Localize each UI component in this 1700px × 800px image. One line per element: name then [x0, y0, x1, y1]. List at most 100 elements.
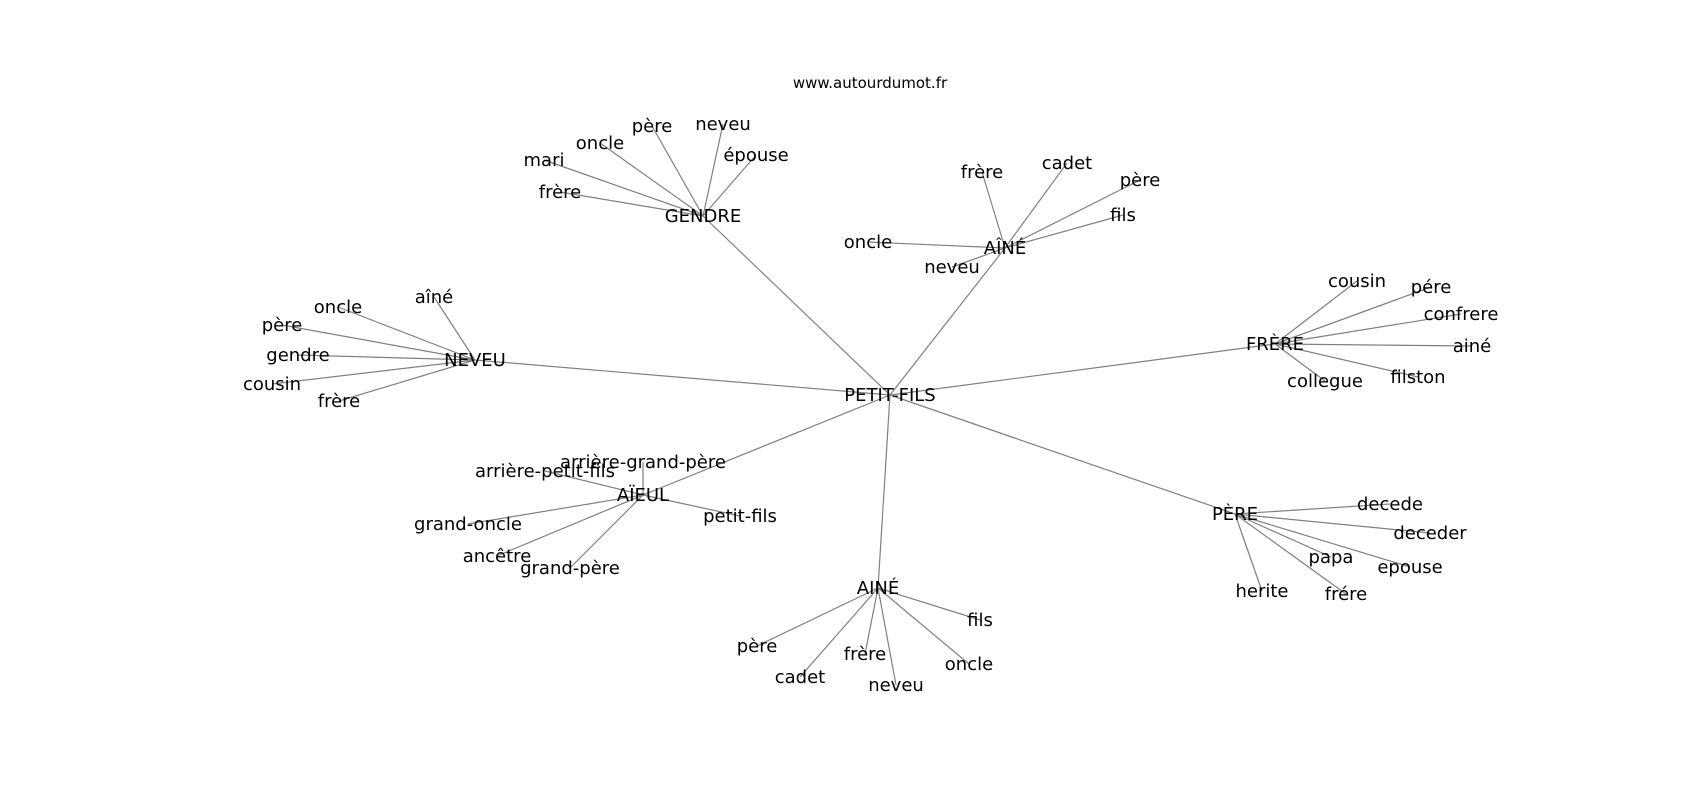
graph-labels: www.autourdumot.fr PETIT-FILS GENDRE mar… [243, 74, 1498, 696]
leaf-arriere-grand-pere[interactable]: arrière-grand-père [560, 452, 726, 473]
edge-group-leaf [864, 587, 879, 655]
leaf-aine[interactable]: ainé [1453, 336, 1492, 357]
leaf-filston[interactable]: filston [1390, 367, 1445, 388]
edge-group-leaf [467, 494, 644, 525]
leaf-frere[interactable]: frère [844, 644, 887, 665]
edge-group-leaf [1004, 214, 1124, 249]
edge-group-leaf [599, 142, 704, 217]
edge-group-leaf [799, 587, 879, 678]
node-gendre[interactable]: GENDRE [665, 206, 742, 227]
leaf-epouse[interactable]: epouse [1377, 557, 1442, 578]
leaf-pere[interactable]: pére [1411, 277, 1452, 298]
leaf-fils[interactable]: fils [967, 610, 993, 631]
edge-group-leaf [1004, 179, 1141, 249]
leaf-collegue[interactable]: collegue [1287, 371, 1363, 392]
edge-group-leaf [1234, 513, 1332, 558]
edge-group-leaf [981, 171, 1006, 249]
edge-group-leaf [338, 359, 476, 402]
edge-group-leaf [281, 324, 476, 361]
edge-group-leaf [1274, 280, 1358, 345]
leaf-oncle[interactable]: oncle [576, 133, 624, 154]
node-aieul[interactable]: AÏEUL [617, 485, 669, 506]
edge-group-leaf [559, 191, 704, 217]
edge-group-leaf [877, 587, 981, 621]
node-aine-top[interactable]: AÎNÉ [984, 237, 1026, 259]
edge-group-leaf [951, 247, 1006, 268]
edge-group-leaf [1234, 503, 1391, 515]
edge-group-leaf [337, 306, 476, 361]
edge-group-leaf [297, 354, 476, 361]
leaf-decede[interactable]: decede [1357, 494, 1423, 515]
leaf-papa[interactable]: papa [1309, 547, 1354, 568]
graph-edges [271, 123, 1473, 686]
leaf-herite[interactable]: herite [1235, 581, 1288, 602]
edge-group-leaf [867, 241, 1006, 249]
leaf-pere[interactable]: père [1120, 170, 1161, 191]
leaf-mari[interactable]: mari [524, 150, 565, 171]
leaf-frere[interactable]: frère [318, 391, 361, 412]
edge-group-leaf [702, 154, 757, 217]
leaf-pere[interactable]: père [632, 116, 673, 137]
edge-group-leaf [1274, 343, 1326, 382]
leaf-frere[interactable]: frére [1325, 584, 1368, 605]
leaf-fils[interactable]: fils [1110, 205, 1136, 226]
node-pere[interactable]: PÈRE [1212, 503, 1258, 525]
leaf-deceder[interactable]: deceder [1393, 523, 1467, 544]
leaf-ancetre[interactable]: ancêtre [463, 546, 532, 567]
edge-group-leaf [877, 587, 970, 665]
leaf-cousin[interactable]: cousin [1328, 271, 1386, 292]
edge-center-group [889, 343, 1276, 396]
edge-center-group [889, 247, 1006, 396]
leaf-confrere[interactable]: confrere [1424, 304, 1499, 325]
leaf-petit-fils[interactable]: petit-fils [703, 506, 777, 527]
edge-group-leaf [543, 159, 704, 217]
leaf-pere[interactable]: père [262, 315, 303, 336]
leaf-gendre[interactable]: gendre [266, 345, 329, 366]
leaf-grand-oncle[interactable]: grand-oncle [414, 514, 522, 535]
edge-group-leaf [702, 123, 724, 217]
edge-center-group [702, 215, 891, 396]
site-title: www.autourdumot.fr [793, 74, 948, 92]
edge-group-leaf [1234, 513, 1347, 595]
leaf-cadet[interactable]: cadet [1042, 153, 1092, 174]
edge-group-leaf [569, 494, 644, 569]
leaf-pere[interactable]: père [737, 636, 778, 657]
edge-center-group [889, 394, 1236, 515]
leaf-cousin[interactable]: cousin [243, 374, 301, 395]
leaf-neveu[interactable]: neveu [868, 675, 924, 696]
edge-group-leaf [1234, 513, 1263, 592]
leaf-oncle[interactable]: oncle [844, 232, 892, 253]
leaf-oncle[interactable]: oncle [945, 654, 993, 675]
edge-group-leaf [1274, 286, 1432, 345]
edge-group-leaf [271, 359, 476, 385]
center-node[interactable]: PETIT-FILS [844, 385, 936, 406]
edge-group-leaf [651, 125, 704, 217]
leaf-aine[interactable]: aîné [415, 287, 454, 308]
leaf-grand-pere[interactable]: grand-père [520, 558, 620, 579]
edge-group-leaf [1274, 313, 1462, 345]
edge-group-leaf [496, 494, 644, 557]
leaf-neveu[interactable]: neveu [695, 114, 751, 135]
leaf-epouse[interactable]: épouse [723, 145, 788, 166]
leaf-cadet[interactable]: cadet [775, 667, 825, 688]
leaf-frere[interactable]: frère [961, 162, 1004, 183]
edge-group-leaf [756, 587, 879, 647]
edge-group-leaf [1274, 343, 1473, 347]
edge-group-leaf [1234, 513, 1431, 534]
node-aine-bottom[interactable]: AINÉ [857, 577, 899, 599]
node-frere[interactable]: FRÈRE [1246, 333, 1304, 355]
edge-center-group [877, 394, 891, 589]
node-neveu[interactable]: NEVEU [444, 350, 506, 371]
edge-center-group [474, 359, 891, 396]
leaf-oncle[interactable]: oncle [314, 297, 362, 318]
leaf-neveu[interactable]: neveu [924, 257, 980, 278]
edge-group-leaf [1274, 343, 1419, 378]
edge-group-leaf [877, 587, 897, 686]
edge-group-leaf [1004, 162, 1068, 249]
edge-group-leaf [544, 470, 644, 496]
leaf-frere[interactable]: frère [539, 182, 582, 203]
edge-group-leaf [433, 296, 476, 361]
edge-center-group [642, 394, 891, 496]
leaf-arriere-petit-fils[interactable]: arrière-petit-fils [475, 461, 615, 482]
